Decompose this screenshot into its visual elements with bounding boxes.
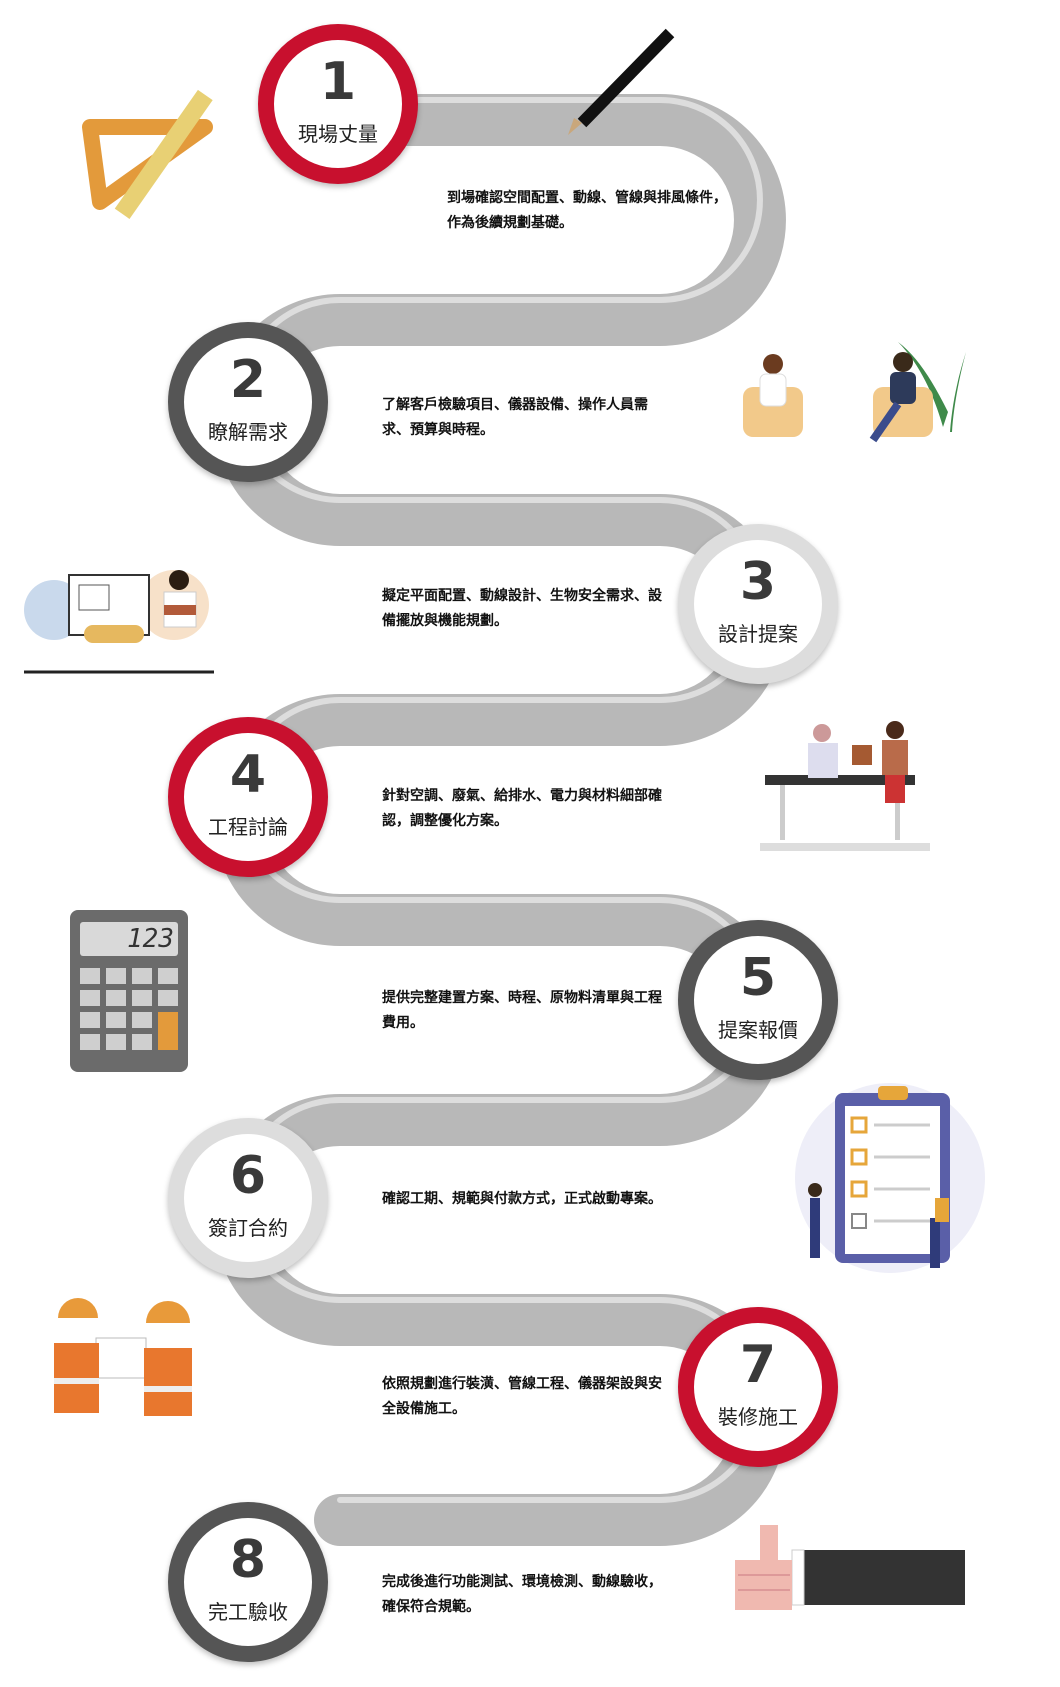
step-description: 提供完整建置方案、時程、原物料清單與工程費用。: [382, 990, 662, 1031]
step-4: 4 工程討論: [168, 717, 328, 877]
step-title: 設計提案: [718, 622, 798, 646]
step-ring: [168, 1118, 328, 1278]
step-description: 完成後進行功能測試、環境檢測、動線驗收，確保符合規範。: [382, 1574, 662, 1615]
workers-icon: [54, 1298, 192, 1416]
step-title: 完工驗收: [208, 1600, 288, 1624]
calculator-icon: 123: [70, 910, 188, 1072]
step-description: 擬定平面配置、動線設計、生物安全需求、設備擺放與機能規劃。: [382, 588, 662, 629]
step-6: 6 簽訂合約: [168, 1118, 328, 1278]
step-description: 確認工期、規範與付款方式，正式啟動專案。: [382, 1191, 662, 1207]
pencil-icon: [568, 28, 675, 135]
checklist-icon: [795, 1083, 985, 1273]
step-number: 8: [229, 1530, 267, 1590]
step-5: 5 提案報價: [678, 920, 838, 1080]
step-number: 3: [739, 552, 777, 612]
step-ring: [168, 322, 328, 482]
step-2: 2 瞭解需求: [168, 322, 328, 482]
step-title: 現場丈量: [298, 122, 378, 146]
step-number: 4: [229, 745, 267, 805]
step-number: 5: [739, 948, 777, 1008]
ruler-icon: [82, 89, 213, 219]
step-title: 提案報價: [718, 1018, 798, 1042]
thumbs-up-icon: [735, 1525, 965, 1610]
meeting-icon: [743, 342, 966, 443]
step-number: 6: [229, 1146, 267, 1206]
step-title: 工程討論: [208, 815, 288, 839]
step-number: 1: [319, 52, 357, 112]
step-number: 2: [229, 350, 267, 410]
step-3: 3 設計提案: [678, 524, 838, 684]
step-1: 1 現場丈量: [258, 24, 418, 184]
step-description: 了解客戶檢驗項目、儀器設備、操作人員需求、預算與時程。: [382, 397, 648, 438]
step-title: 瞭解需求: [208, 420, 288, 444]
step-description: 到場確認空間配置、動線、管線與排風條件，作為後續規劃基礎。: [447, 190, 727, 231]
step-ring: [168, 1502, 328, 1662]
step-number: 7: [739, 1335, 777, 1395]
step-title: 簽訂合約: [208, 1216, 288, 1240]
designer-icon: [24, 570, 214, 674]
discussion-icon: [760, 721, 930, 851]
step-7: 7 裝修施工: [678, 1307, 838, 1467]
step-description: 針對空調、廢氣、給排水、電力與材料細部確認，調整優化方案。: [382, 788, 662, 829]
step-ring: [678, 1307, 838, 1467]
step-8: 8 完工驗收: [168, 1502, 328, 1662]
step-description: 依照規劃進行裝潢、管線工程、儀器架設與安全設備施工。: [382, 1376, 662, 1417]
step-title: 裝修施工: [718, 1405, 798, 1429]
calculator-display: 123: [80, 922, 178, 956]
